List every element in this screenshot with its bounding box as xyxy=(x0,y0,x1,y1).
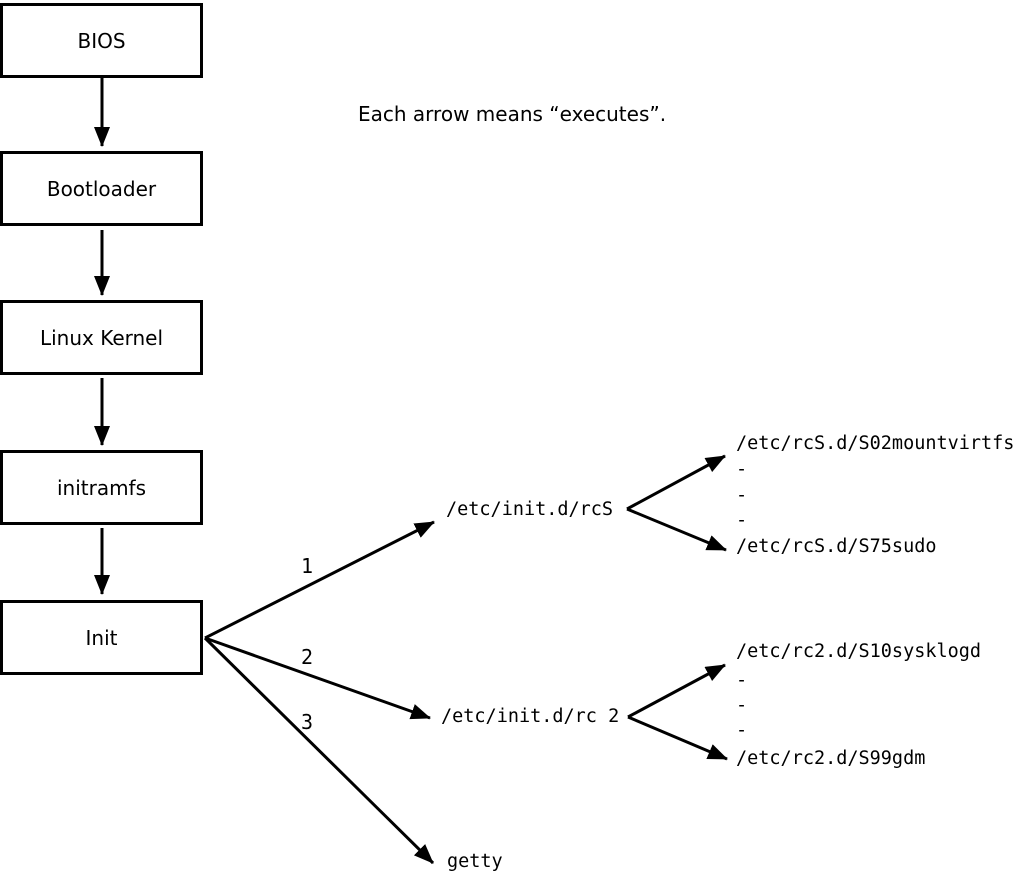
arrow-rc2-to-s10sysklogd xyxy=(627,663,726,719)
flow-box-initramfs: initramfs xyxy=(0,450,203,525)
rcs-ellipsis-dash-3: - xyxy=(736,510,748,531)
arrow-init-to-rc2 xyxy=(204,636,431,720)
rc2-ellipsis-dash-1: - xyxy=(736,670,748,691)
rc2-ellipsis-dash-2: - xyxy=(736,695,748,716)
branch-number-1: 1 xyxy=(301,554,314,578)
rcs-script-s75sudo: /etc/rcS.d/S75sudo xyxy=(736,536,937,557)
rc2-script-s99gdm: /etc/rc2.d/S99gdm xyxy=(736,748,926,769)
rcs-ellipsis-dash-2: - xyxy=(736,485,748,506)
arrow-init-to-rcs xyxy=(204,520,435,640)
legend-note: Each arrow means “executes”. xyxy=(358,102,667,126)
flow-box-bios: BIOS xyxy=(0,3,203,78)
arrow-init-to-getty xyxy=(203,636,435,865)
branch-number-2: 2 xyxy=(301,645,314,669)
branch-target-rcs: /etc/init.d/rcS xyxy=(446,499,614,520)
flow-box-linux-kernel: Linux Kernel xyxy=(0,300,203,375)
arrow-rcs-to-s02mountvirtfs xyxy=(626,454,726,511)
rcs-script-s02mountvirtfs: /etc/rcS.d/S02mountvirtfs xyxy=(736,433,1015,454)
flow-box-init: Init xyxy=(0,600,203,675)
branch-target-getty: getty xyxy=(447,851,503,872)
arrow-rcs-to-s75sudo xyxy=(626,507,727,552)
rcs-ellipsis-dash-1: - xyxy=(736,459,748,480)
flow-box-bootloader: Bootloader xyxy=(0,151,203,226)
branch-number-3: 3 xyxy=(301,710,314,734)
flow-box-init-label: Init xyxy=(85,625,118,650)
flow-box-bootloader-label: Bootloader xyxy=(46,176,157,201)
branch-target-rc2: /etc/init.d/rc 2 xyxy=(441,706,620,727)
flow-box-initramfs-label: initramfs xyxy=(56,475,147,500)
rc2-ellipsis-dash-3: - xyxy=(736,720,748,741)
arrow-rc2-to-s99gdm xyxy=(627,715,728,761)
flow-box-bios-label: BIOS xyxy=(77,28,126,53)
flow-box-linux-kernel-label: Linux Kernel xyxy=(39,325,164,350)
rc2-script-s10sysklogd: /etc/rc2.d/S10sysklogd xyxy=(736,641,982,662)
